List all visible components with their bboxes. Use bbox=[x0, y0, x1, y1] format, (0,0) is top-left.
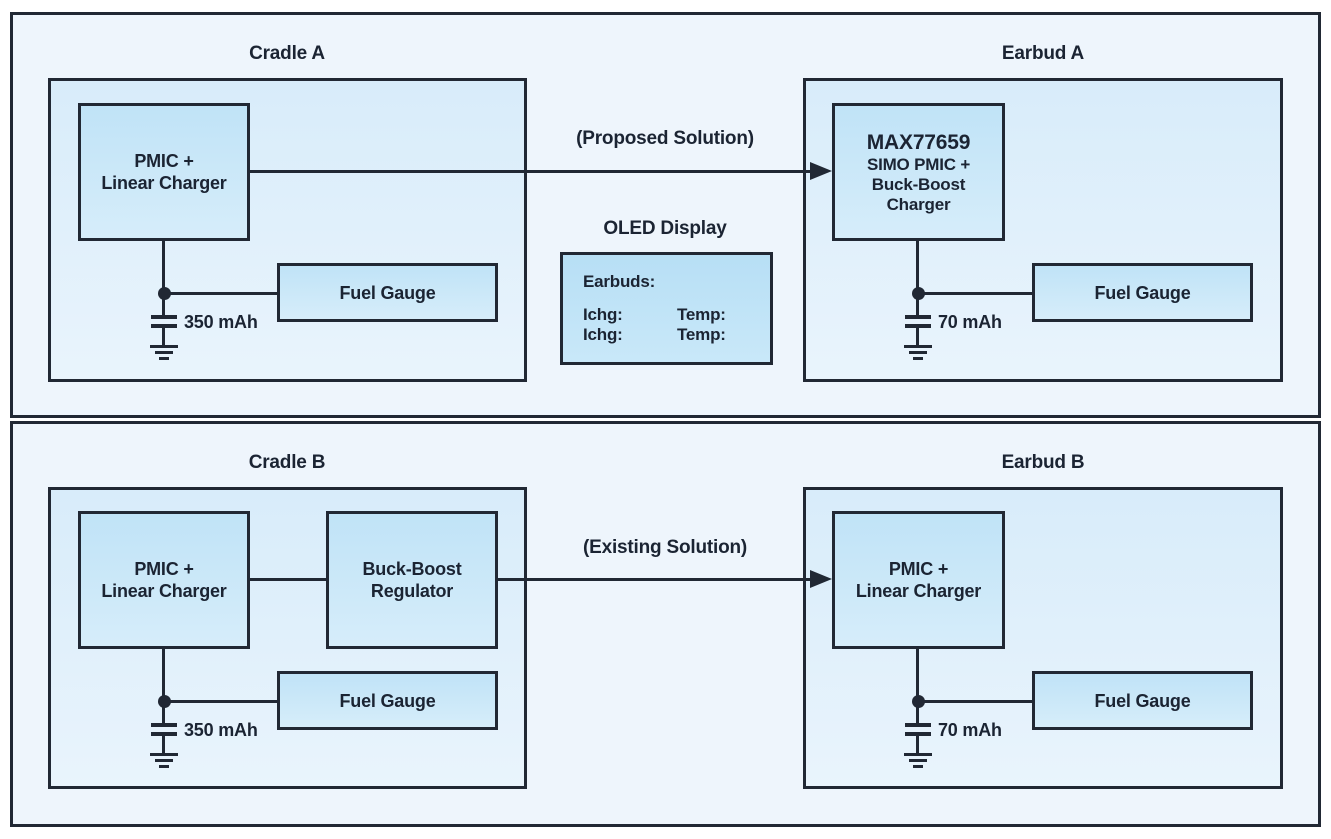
fuel-gauge-label: Fuel Gauge bbox=[1094, 690, 1191, 711]
ground-bar bbox=[909, 759, 927, 762]
ground-stem bbox=[162, 736, 165, 753]
cradle-b-buck-boost-regulator-box: Buck-Boost Regulator bbox=[326, 511, 498, 649]
earbud-b-title: Earbud B bbox=[1001, 452, 1085, 473]
ground-bar bbox=[904, 345, 932, 348]
cradle-b-title: Cradle B bbox=[248, 452, 326, 473]
wire-earbud-b-battery bbox=[916, 649, 919, 724]
ground-bar bbox=[155, 759, 173, 762]
battery-plate bbox=[151, 324, 177, 328]
ground-bar bbox=[904, 753, 932, 756]
ground-bar bbox=[150, 345, 178, 348]
cradle-b-fuel-gauge-box: Fuel Gauge bbox=[277, 671, 498, 730]
cradle-a-pmic-linear-charger-box: PMIC + Linear Charger bbox=[78, 103, 250, 241]
wire-earbud-a-battery bbox=[916, 241, 919, 316]
wire-proposed-solution bbox=[250, 170, 812, 173]
earbud-a-fuel-gauge-box: Fuel Gauge bbox=[1032, 263, 1253, 322]
battery-plate bbox=[905, 732, 931, 736]
ground-bar bbox=[909, 351, 927, 354]
wire-existing-solution bbox=[498, 578, 812, 581]
proposed-solution-label: (Proposed Solution) bbox=[576, 128, 754, 149]
junction-dot-earbud-b bbox=[912, 695, 925, 708]
earbud-b-battery-label: 70 mAh bbox=[938, 720, 1002, 740]
earbud-a-title: Earbud A bbox=[1001, 43, 1085, 64]
junction-dot-earbud-a bbox=[912, 287, 925, 300]
battery-ground-symbol-cradle-a bbox=[148, 315, 180, 361]
junction-dot-cradle-b bbox=[158, 695, 171, 708]
regulator-label-line1: Buck-Boost bbox=[362, 559, 462, 579]
ground-bar bbox=[913, 765, 923, 768]
ground-bar bbox=[150, 753, 178, 756]
ground-stem bbox=[162, 328, 165, 345]
wire-cradle-a-battery bbox=[162, 241, 165, 316]
arrowhead-existing-solution bbox=[810, 570, 832, 588]
fuel-gauge-label: Fuel Gauge bbox=[1094, 282, 1191, 303]
earbud-a-battery-label: 70 mAh bbox=[938, 312, 1002, 332]
earbud-b-pmic-linear-charger-box: PMIC + Linear Charger bbox=[832, 511, 1005, 649]
arrowhead-proposed-solution bbox=[810, 162, 832, 180]
battery-plate bbox=[905, 324, 931, 328]
existing-solution-label: (Existing Solution) bbox=[582, 537, 748, 558]
battery-plate bbox=[151, 723, 177, 727]
chip-desc-line2: Buck-Boost bbox=[871, 174, 966, 194]
earbud-a-max77659-box: MAX77659 SIMO PMIC + Buck-Boost Charger bbox=[832, 103, 1005, 241]
cradle-b-pmic-linear-charger-box: PMIC + Linear Charger bbox=[78, 511, 250, 649]
chip-desc-line3: Charger bbox=[886, 194, 951, 214]
cradle-a-battery-label: 350 mAh bbox=[184, 312, 258, 332]
ground-stem bbox=[916, 736, 919, 753]
battery-plate bbox=[151, 315, 177, 319]
wire-pmic-to-regulator bbox=[250, 578, 326, 581]
fuel-gauge-label: Fuel Gauge bbox=[339, 282, 436, 303]
chip-desc-line1: SIMO PMIC + bbox=[866, 154, 971, 174]
cradle-a-title: Cradle A bbox=[249, 43, 325, 64]
battery-plate bbox=[905, 315, 931, 319]
wire-cradle-b-fuel-gauge bbox=[164, 700, 277, 703]
oled-display-box: Earbuds: Ichg: Temp: Ichg: Temp: bbox=[560, 252, 773, 365]
regulator-label-line2: Regulator bbox=[370, 581, 454, 601]
ground-bar bbox=[913, 357, 923, 360]
ground-bar bbox=[159, 357, 169, 360]
oled-row1-ichg: Ichg: bbox=[583, 305, 623, 324]
earbud-b-fuel-gauge-box: Fuel Gauge bbox=[1032, 671, 1253, 730]
cradle-b-battery-label: 350 mAh bbox=[184, 720, 258, 740]
pmic-label-line2: Linear Charger bbox=[101, 581, 227, 601]
wire-earbud-b-fuel-gauge bbox=[918, 700, 1032, 703]
cradle-a-fuel-gauge-box: Fuel Gauge bbox=[277, 263, 498, 322]
pmic-label-line1: PMIC + bbox=[888, 559, 949, 579]
ground-stem bbox=[916, 328, 919, 345]
wire-cradle-b-battery bbox=[162, 649, 165, 724]
battery-ground-symbol-earbud-a bbox=[902, 315, 934, 361]
battery-ground-symbol-cradle-b bbox=[148, 723, 180, 769]
pmic-label-line2: Linear Charger bbox=[855, 581, 982, 601]
junction-dot-cradle-a bbox=[158, 287, 171, 300]
fuel-gauge-label: Fuel Gauge bbox=[339, 690, 436, 711]
pmic-label-line1: PMIC + bbox=[134, 151, 194, 171]
chip-name-label: MAX77659 bbox=[866, 130, 971, 154]
wire-earbud-a-fuel-gauge bbox=[918, 292, 1032, 295]
battery-plate bbox=[151, 732, 177, 736]
oled-row1-temp: Temp: bbox=[677, 305, 726, 324]
oled-header: Earbuds: bbox=[583, 272, 656, 291]
battery-ground-symbol-earbud-b bbox=[902, 723, 934, 769]
ground-bar bbox=[159, 765, 169, 768]
wire-cradle-a-fuel-gauge bbox=[164, 292, 277, 295]
pmic-label-line2: Linear Charger bbox=[101, 173, 227, 193]
pmic-label-line1: PMIC + bbox=[134, 559, 194, 579]
battery-plate bbox=[905, 723, 931, 727]
ground-bar bbox=[155, 351, 173, 354]
oled-row2-ichg: Ichg: bbox=[583, 325, 623, 344]
oled-display-title: OLED Display bbox=[603, 218, 727, 239]
oled-row2-temp: Temp: bbox=[677, 325, 726, 344]
